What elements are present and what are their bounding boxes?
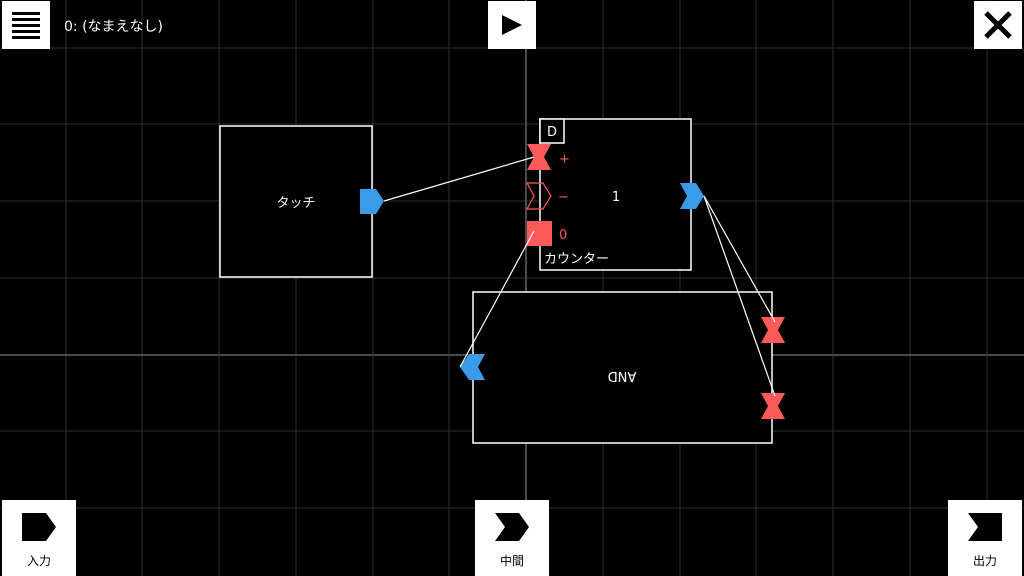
and-input-port-2[interactable]	[761, 393, 785, 419]
counter-reset-port[interactable]	[527, 221, 552, 246]
middle-node-icon	[495, 513, 529, 541]
counter-node-label: カウンター	[544, 252, 609, 267]
input-node-icon	[22, 513, 56, 541]
close-button[interactable]	[974, 1, 1022, 49]
touch-node-label: タッチ	[276, 196, 315, 211]
close-icon	[984, 11, 1012, 39]
play-button[interactable]	[488, 1, 536, 49]
add-input-node-button[interactable]: 入力	[2, 500, 76, 576]
play-icon	[502, 15, 522, 35]
counter-badge: D	[547, 125, 557, 140]
hamburger-menu-icon	[12, 12, 40, 39]
counter-output-port[interactable]	[680, 183, 704, 209]
add-middle-node-button[interactable]: 中間	[475, 500, 549, 576]
add-output-node-label: 出力	[972, 554, 997, 568]
and-output-port[interactable]	[460, 354, 485, 380]
counter-badge-box	[539, 118, 565, 144]
connections	[383, 156, 776, 397]
touch-output-port[interactable]	[360, 189, 384, 214]
project-title: 0: (なまえなし)	[64, 19, 163, 35]
and-input-port-1[interactable]	[761, 317, 785, 343]
counter-plus-label: +	[559, 152, 570, 167]
touch-node[interactable]: タッチ	[219, 125, 384, 278]
wire-counter-to-and-2	[703, 195, 776, 397]
counter-minus-port[interactable]	[525, 182, 552, 210]
counter-minus-label: −	[558, 190, 569, 205]
counter-node[interactable]: D + − 0 1 カウンター	[525, 118, 704, 271]
counter-plus-port[interactable]	[527, 144, 551, 170]
add-middle-node-label: 中間	[499, 554, 524, 568]
wire-touch-to-counter	[383, 156, 535, 202]
wire-counter-to-and-1	[703, 195, 776, 323]
add-input-node-label: 入力	[26, 554, 51, 568]
menu-button[interactable]	[2, 1, 50, 49]
counter-reset-label: 0	[559, 228, 567, 243]
and-node-label: AND	[608, 368, 637, 383]
counter-value: 1	[612, 190, 620, 205]
output-node-icon	[968, 513, 1002, 541]
add-output-node-button[interactable]: 出力	[948, 500, 1022, 576]
wire-and-to-counter-reset	[459, 230, 535, 368]
and-node[interactable]: AND	[460, 291, 785, 444]
